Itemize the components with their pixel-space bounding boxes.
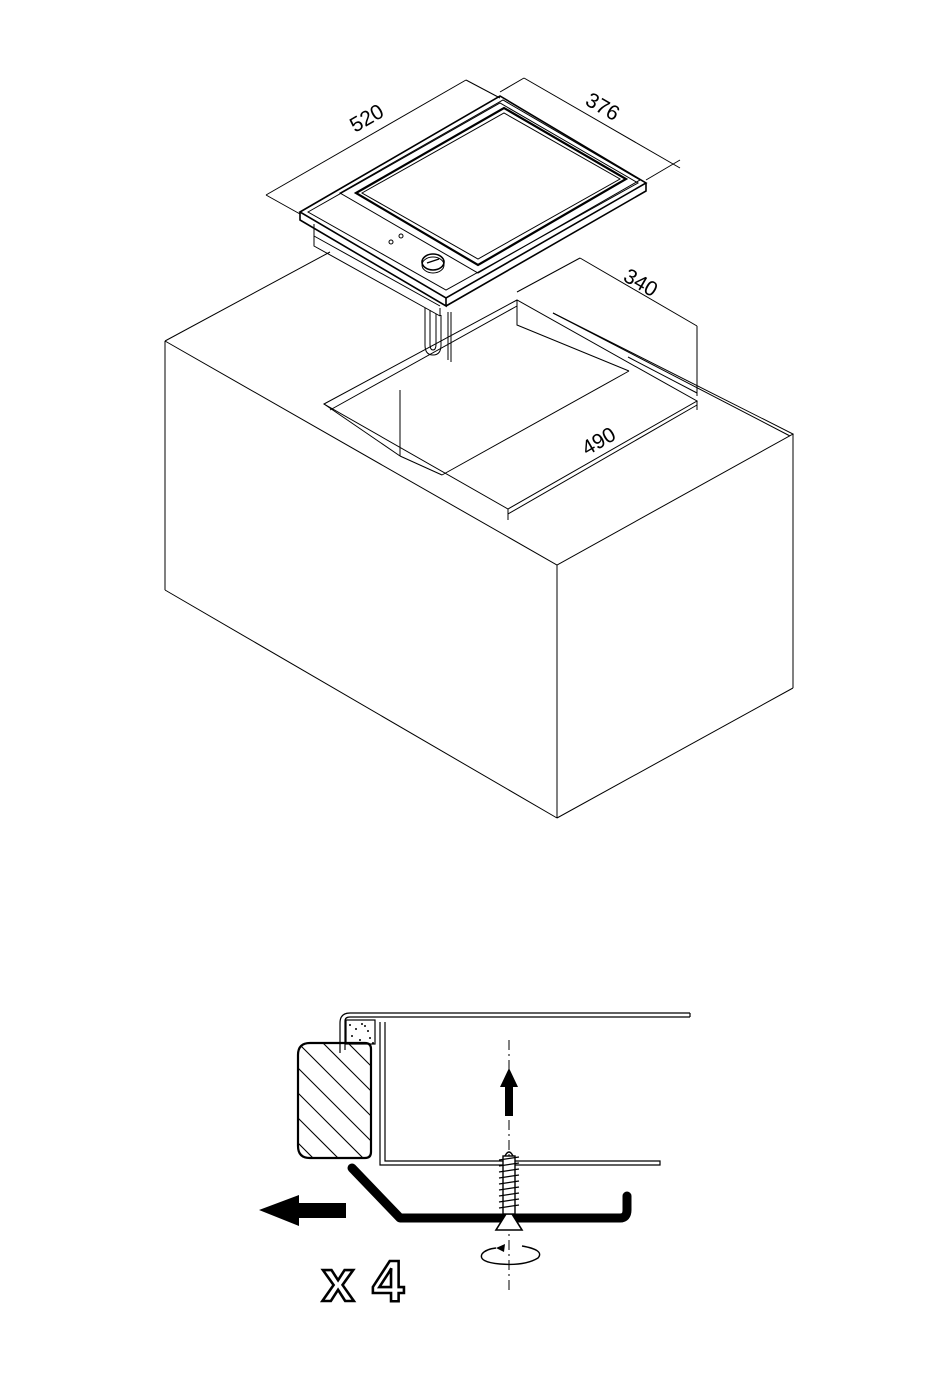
control-knob-icon <box>422 254 444 273</box>
dimension-label-340: 340 <box>620 264 662 301</box>
quantity-number: 4 <box>372 1249 404 1314</box>
direction-arrow-icon <box>259 1195 346 1226</box>
dimension-hob-width: 520 <box>266 80 500 214</box>
dimension-cutout-depth: 340 <box>517 258 697 396</box>
dimension-label-490: 490 <box>578 423 620 460</box>
cable-icon <box>425 308 451 362</box>
dimension-label-376: 376 <box>582 88 624 125</box>
quantity-label: x 4 <box>322 1249 404 1314</box>
cutout-opening <box>324 300 697 509</box>
rotation-arrow-icon <box>481 1244 539 1264</box>
up-arrow-icon <box>500 1068 518 1116</box>
clamp-bracket-icon <box>352 1168 627 1218</box>
hob-frame-section <box>340 1013 690 1165</box>
quantity-x: x <box>322 1249 354 1314</box>
dimension-cutout-width: 490 <box>508 401 697 520</box>
dimension-label-520: 520 <box>346 100 388 137</box>
cabinet <box>165 252 793 818</box>
dimension-hob-depth: 376 <box>500 78 680 180</box>
